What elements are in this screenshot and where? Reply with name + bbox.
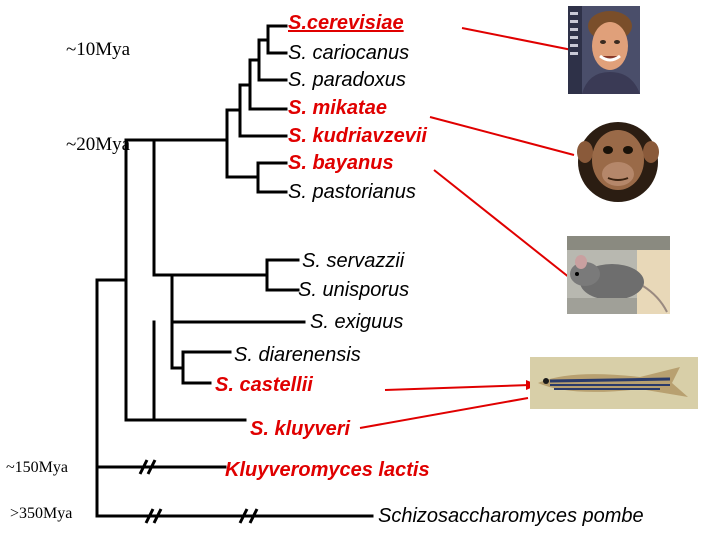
connector-chimpanzee	[429, 116, 575, 156]
branch-sensu-stricto	[225, 108, 260, 179]
branch-kluyveri	[124, 320, 247, 422]
mouse-photo	[567, 236, 670, 314]
branch-cerevisiae-cariocanus	[266, 24, 288, 55]
branch-servazzii-unisporus	[265, 258, 300, 292]
human-photo	[568, 6, 640, 94]
species-cerevisiae: S.cerevisiae	[288, 12, 404, 34]
branch-lactis	[95, 278, 227, 469]
branch-backbone-upper	[124, 138, 156, 422]
time-label-20mya: ~20Mya	[66, 134, 131, 155]
species-diarenensis: S. diarenensis	[234, 344, 361, 366]
time-label-10mya: ~10Mya	[66, 39, 131, 60]
break-mark-pombe-1	[144, 508, 163, 524]
species-paradoxus: S. paradoxus	[288, 69, 406, 91]
branch-exiguus	[170, 273, 306, 352]
species-unisporus: S. unisporus	[298, 279, 410, 301]
connector-fish	[384, 384, 531, 391]
branch-castellii-clade	[170, 320, 185, 370]
species-kudriavzevii: S. kudriavzevii	[288, 125, 427, 147]
species-mikatae: S. mikatae	[288, 97, 387, 119]
species-pastorianus: S. pastorianus	[288, 181, 416, 203]
branch-bayanus-pastorianus	[256, 161, 288, 194]
break-mark-lactis	[138, 459, 157, 475]
branch-group-b	[152, 273, 174, 422]
species-schizosaccharomyces-pombe: Schizosaccharomyces pombe	[378, 505, 644, 527]
branch-mikatae	[248, 58, 288, 111]
connector-human	[461, 27, 573, 51]
branch-pombe	[95, 465, 374, 518]
species-kluyveri: S. kluyveri	[250, 418, 351, 440]
species-kluyveromyces-lactis: Kluyveromyces lactis	[225, 459, 430, 481]
species-bayanus: S. bayanus	[288, 152, 394, 174]
branch-paradoxus	[257, 38, 288, 82]
branch-group-a	[152, 138, 229, 277]
connector-kluyveri-red	[359, 397, 529, 429]
zebrafish-photo	[530, 357, 698, 409]
species-servazzii: S. servazzii	[302, 250, 405, 272]
break-mark-pombe-2	[238, 508, 259, 524]
species-cariocanus: S. cariocanus	[288, 42, 410, 64]
chimpanzee-photo	[575, 112, 661, 202]
species-exiguus: S. exiguus	[310, 311, 404, 333]
time-label-150mya: ~150Mya	[6, 459, 68, 476]
connector-mouse	[433, 169, 571, 279]
species-castellii: S. castellii	[215, 374, 313, 396]
time-label-350mya: >350Mya	[10, 505, 73, 522]
